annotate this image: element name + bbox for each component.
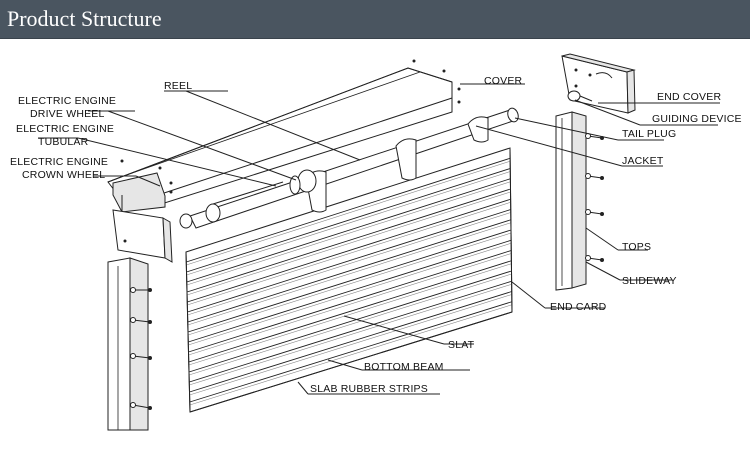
labels: REEL COVER END COVER GUIDING DEVICE TAIL… (10, 75, 742, 395)
slat-line (187, 229, 512, 333)
label-bottom-beam: BOTTOM BEAM (364, 361, 444, 373)
label-crown-wheel-line1: ELECTRIC ENGINE (10, 156, 108, 168)
header-bar: Product Structure (0, 0, 750, 39)
slat-line (188, 239, 512, 343)
label-drive-wheel-line2: DRIVE WHEEL (30, 108, 105, 120)
right-slideway-screws (585, 133, 604, 262)
slat-shadow-line (186, 181, 511, 286)
label-end-cover: END COVER (657, 91, 721, 103)
label-slat: SLAT (448, 339, 475, 351)
slat-shadow-line (187, 201, 511, 306)
label-end-card: END CARD (550, 301, 607, 313)
slat-shadow-line (187, 232, 512, 336)
left-slideway (107, 257, 152, 431)
right-slideway (555, 111, 604, 291)
slat-line (187, 198, 511, 303)
slat-line (187, 219, 512, 323)
slat-shadow-line (189, 294, 512, 396)
slat-line (187, 209, 511, 313)
label-reel: REEL (164, 80, 192, 92)
label-tubular-line2: TUBULAR (38, 136, 89, 148)
label-drive-wheel-line1: ELECTRIC ENGINE (18, 95, 116, 107)
label-slab-rubber-strips: SLAB RUBBER STRIPS (310, 383, 428, 395)
page-title: Product Structure (7, 6, 162, 31)
end-cover-part (561, 53, 636, 114)
reel-straps (305, 116, 489, 213)
slat-line (189, 291, 512, 393)
slat-line (186, 178, 511, 283)
leader-lines (38, 83, 720, 395)
slat-shadow-line (187, 222, 511, 326)
label-cover: COVER (484, 75, 523, 87)
label-tops: TOPS (622, 241, 651, 253)
slat-shadow-line (188, 253, 512, 356)
slat-shadow-line (186, 160, 511, 266)
slat-shadow-line (188, 242, 512, 346)
label-jacket: JACKET (622, 155, 664, 167)
slat-shadow-line (187, 212, 511, 316)
slat-shadow-line (186, 191, 511, 296)
label-tubular-line1: ELECTRIC ENGINE (16, 123, 114, 135)
label-slideway: SLIDEWAY (622, 275, 677, 287)
label-tail-plug: TAIL PLUG (622, 128, 676, 140)
slat-lines (186, 157, 513, 406)
slat-shadow-line (186, 171, 511, 276)
guiding-device (567, 90, 593, 102)
slat-line (188, 270, 512, 373)
drive-wheel (289, 169, 317, 195)
slat-line (186, 157, 511, 263)
tubular-motor (205, 181, 284, 223)
slat-line (189, 280, 512, 383)
slat-shadow-line (188, 273, 512, 376)
slat-line (186, 188, 511, 293)
label-guiding-device: GUIDING DEVICE (652, 113, 742, 125)
slat-shadow-line (188, 263, 512, 366)
slat-line (186, 168, 511, 273)
product-structure-diagram: REEL COVER END COVER GUIDING DEVICE TAIL… (10, 53, 742, 431)
slat-line (189, 301, 513, 403)
label-crown-wheel-line2: CROWN WHEEL (22, 169, 105, 181)
slat-line (188, 250, 512, 353)
left-slideway-screws (130, 287, 152, 410)
slat-shadow-line (189, 304, 512, 406)
slat-curtain (185, 147, 513, 413)
slat-line (188, 260, 512, 363)
slat-shadow-line (189, 283, 512, 386)
